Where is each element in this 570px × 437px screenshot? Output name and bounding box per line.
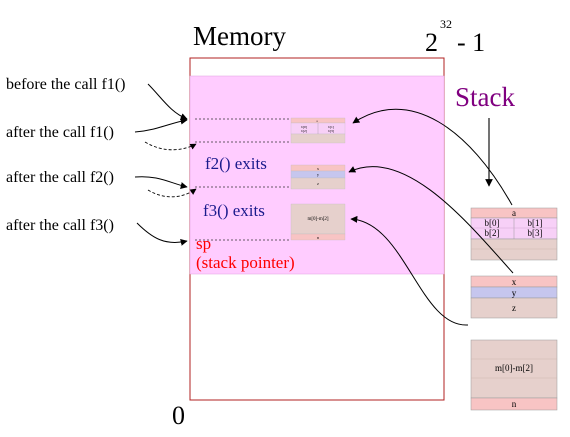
mini-frame-1-b1: b[1]	[328, 125, 334, 129]
frame-f1: a b[0] b[1] b[2] b[3]	[470, 207, 558, 261]
mini-frame-2-x: x	[317, 166, 319, 171]
f2-exits-label: f2() exits	[205, 154, 267, 173]
mini-frame-2: x y z	[290, 164, 346, 190]
frame-f2: x y z	[470, 275, 558, 319]
frame-f2-z: z	[512, 303, 516, 313]
arrow-frame-f2	[348, 166, 514, 274]
mini-frame-1-b2: b[2]	[301, 129, 307, 133]
mini-frame-3: m[0]-m[2] n	[290, 203, 346, 241]
sp-description: (stack pointer)	[196, 253, 295, 272]
bottom-address: 0	[172, 401, 185, 430]
frame-f1-a: a	[512, 208, 516, 218]
mini-frame-1: a b[0] b[1] b[2] b[3]	[290, 117, 346, 144]
mini-frame-1-b0: b[0]	[301, 125, 307, 129]
frame-f1-b0: b[0]	[485, 218, 500, 228]
f3-exits-label: f3() exits	[203, 201, 265, 220]
stack-label: Stack	[455, 82, 515, 112]
mini-frame-2-y: y	[317, 172, 319, 177]
arrow-after-f3	[136, 222, 188, 246]
memory-title: Memory	[193, 21, 286, 51]
mini-frame-3-n: n	[317, 235, 319, 240]
label-after-f3: after the call f3()	[6, 217, 114, 234]
arrow-after-f1	[134, 117, 188, 133]
arrow-frame-f3	[350, 215, 469, 326]
top-address-base: 2	[425, 28, 438, 57]
frame-f3: m[0]-m[2] n	[470, 339, 558, 411]
top-address-rest: - 1	[457, 28, 485, 57]
arrow-frame-f1	[352, 108, 513, 206]
frame-f1-b2: b[2]	[485, 228, 500, 238]
frame-f1-b1: b[1]	[528, 218, 543, 228]
arrow-after-f2	[134, 176, 188, 189]
arrow-before-f1	[147, 83, 188, 120]
return-curve-1	[144, 141, 197, 151]
mini-frame-1-b3: b[3]	[328, 129, 334, 133]
label-after-f1: after the call f1()	[6, 124, 114, 141]
frame-f2-x: x	[512, 277, 517, 287]
label-before-f1: before the call f1()	[6, 76, 125, 93]
sp-label: sp	[196, 234, 211, 253]
return-curve-2	[147, 188, 197, 198]
top-address-exponent: 32	[440, 17, 452, 31]
frame-f1-b3: b[3]	[528, 228, 543, 238]
frame-f3-n: n	[512, 399, 517, 409]
frame-f3-m: m[0]-m[2]	[495, 363, 533, 373]
mini-frame-3-m: m[0]-m[2]	[307, 217, 328, 222]
mini-frame-1-a: a	[316, 119, 318, 123]
label-after-f2: after the call f2()	[6, 169, 114, 186]
mini-frame-2-z: z	[317, 181, 319, 186]
frame-f2-y: y	[512, 288, 517, 298]
